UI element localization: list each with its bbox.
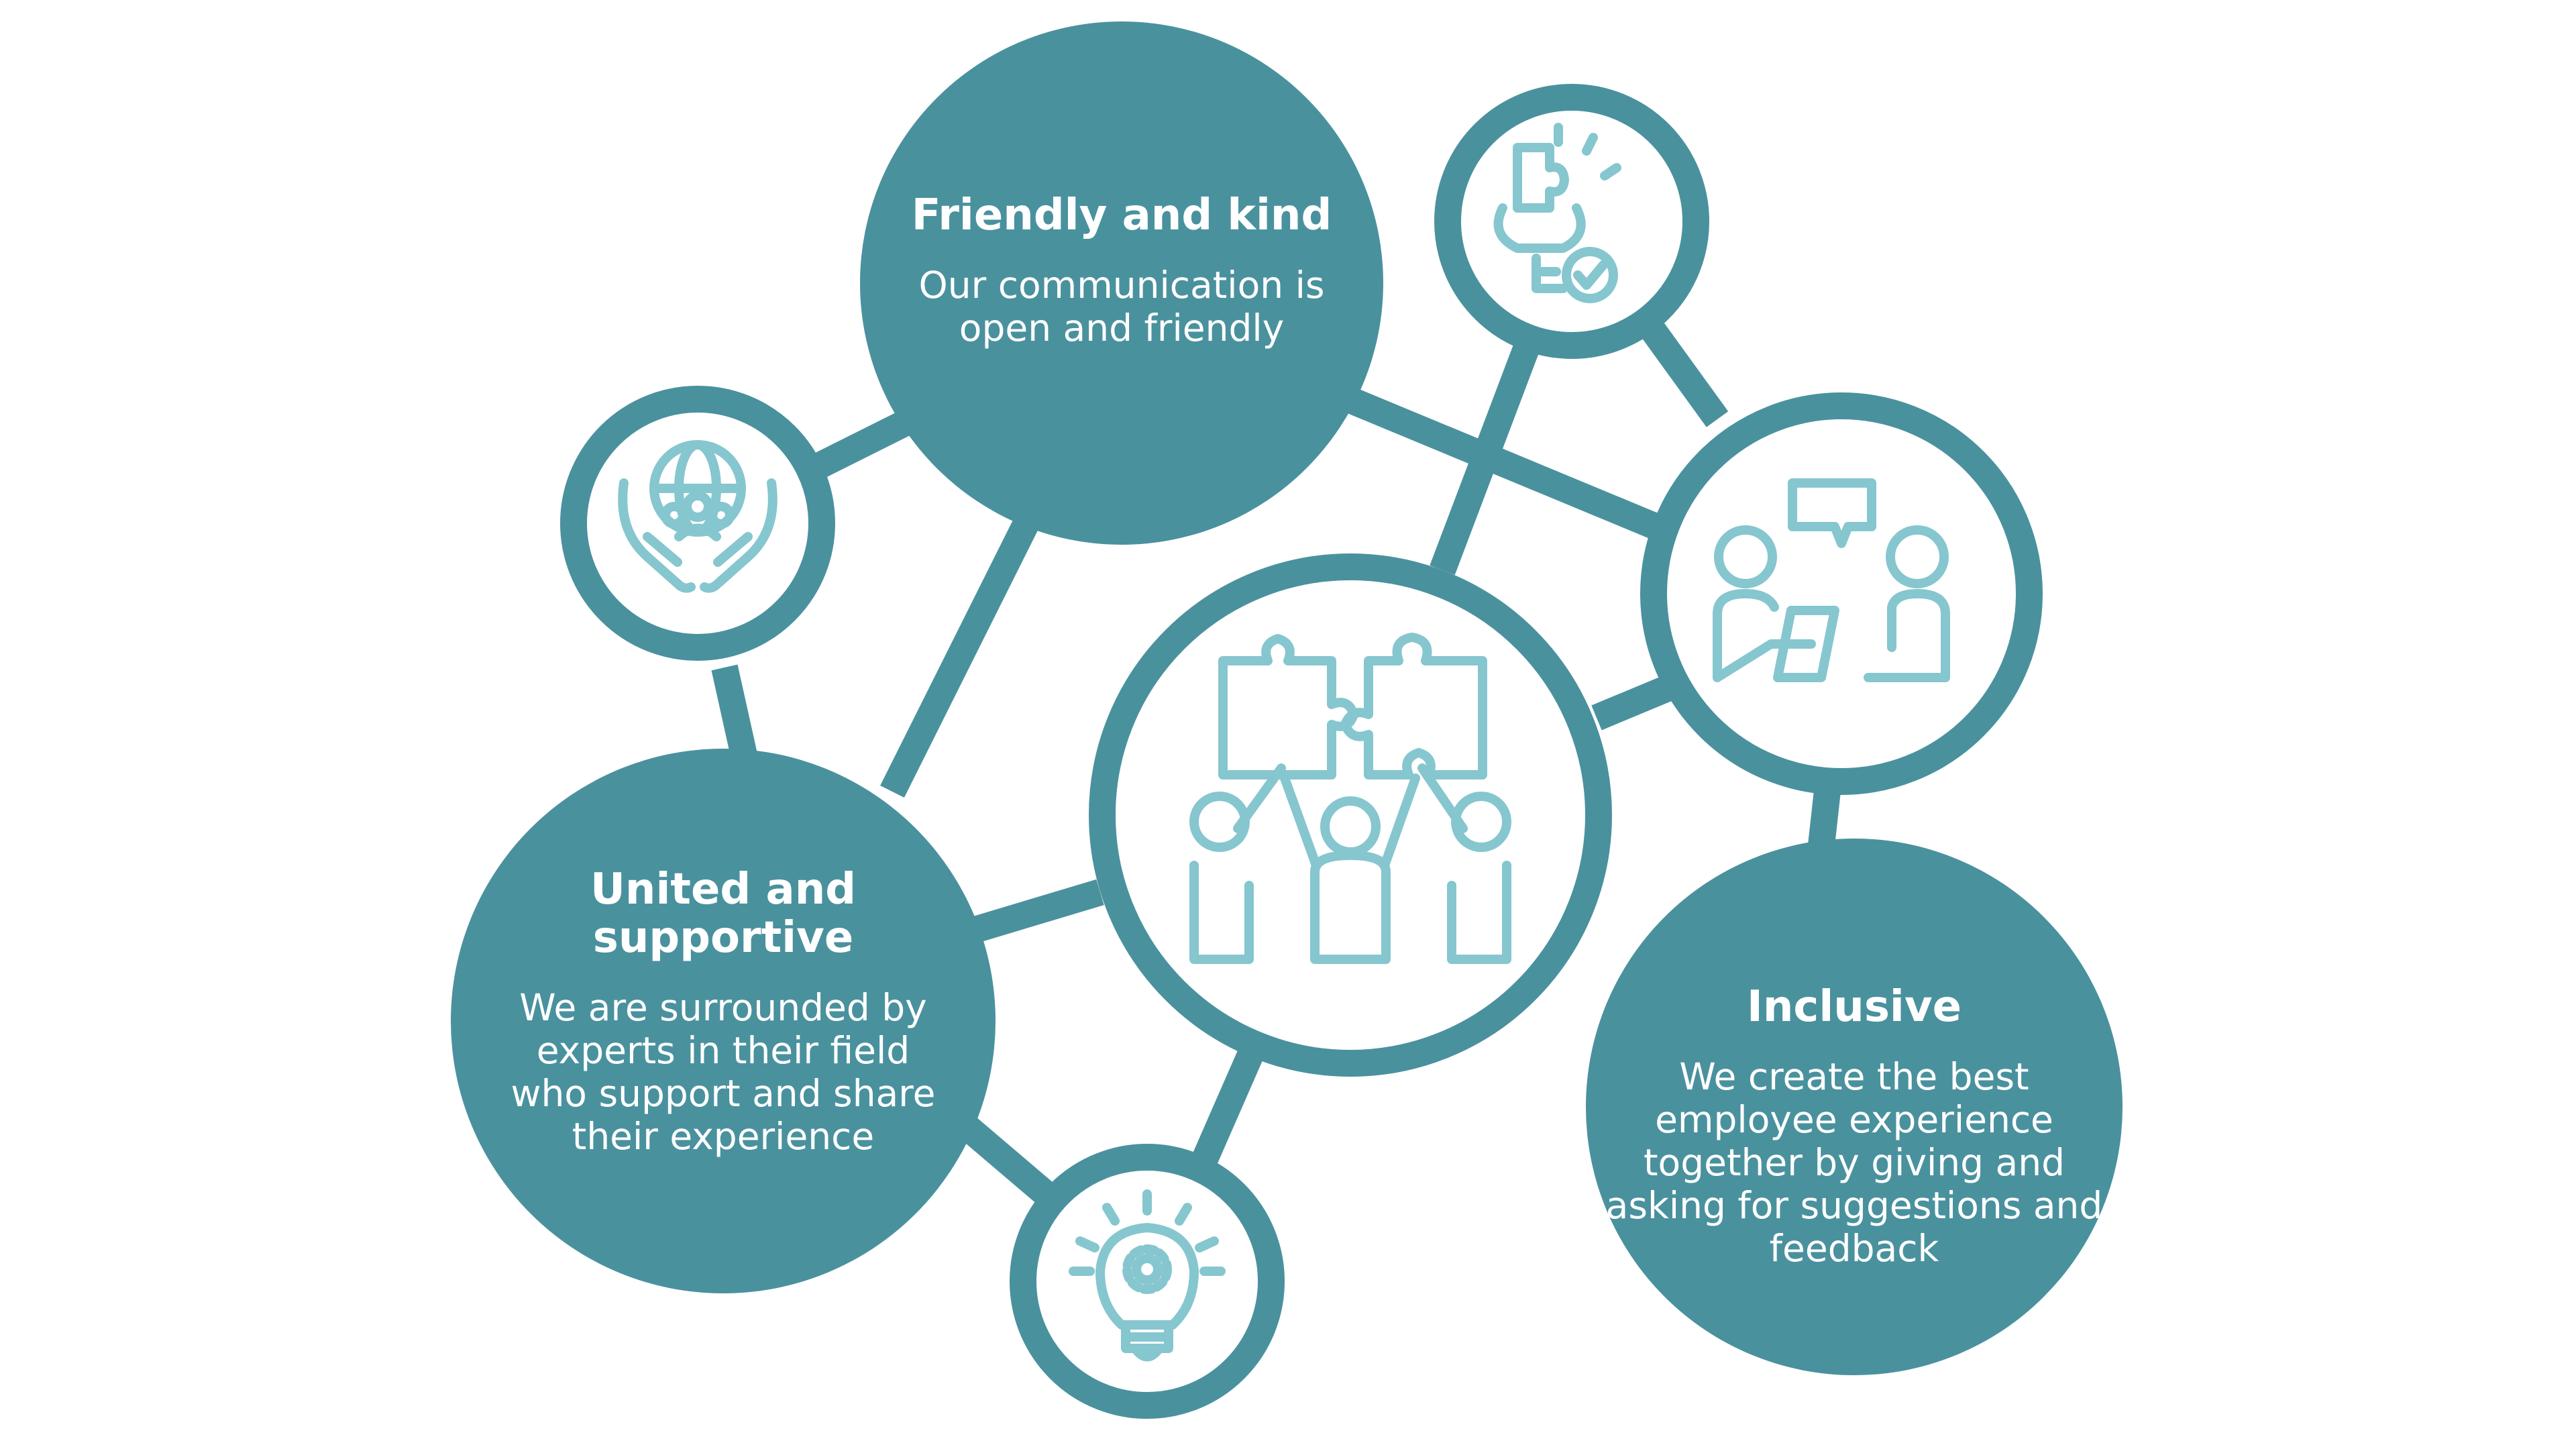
inclusive-node-description: We create the best employee experience t… [1605,1055,2103,1270]
united-node-description: We are surrounded by experts in their fi… [511,986,936,1158]
puzzle-lightbulb-check-icon [1493,123,1621,303]
friendly-node-description: Our communication is open and friendly [918,264,1325,350]
friendly-node-title: Friendly and kind [911,191,1332,240]
two-people-chat-icon [1713,478,1950,682]
link-globe-united [711,664,758,761]
link-center-chat [1591,672,1682,731]
link-center-bulb [1191,1047,1264,1167]
inclusive-node-title: Inclusive [1747,982,1962,1032]
friendly-node-circle [860,21,1383,545]
hands-globe-people-icon [618,440,777,593]
friendly-node: Friendly and kind Our communication is o… [894,191,1350,350]
link-friendly-united [880,517,1038,798]
lightbulb-gear-icon [1069,1189,1226,1362]
united-node-circle [451,749,996,1293]
link-united-bulb [951,1110,1059,1208]
link-puzzlebulb-center [1430,343,1539,576]
link-puzzlebulb-chat [1635,314,1729,427]
team-puzzle-icon [1189,633,1511,964]
inclusive-node: Inclusive We create the best employee ex… [1593,983,2116,1270]
link-center-united [962,879,1104,946]
inclusive-node-circle [1586,839,2123,1375]
united-node-title: United and supportive [590,865,857,963]
link-chat-inclusive [1808,783,1841,847]
link-friendly-chat [1343,386,1669,543]
globe-node-ring [560,386,835,661]
connectors [685,314,1841,1208]
center-node-ring [1089,553,1612,1077]
united-node: United and supportive We are surrounded … [495,865,951,1158]
chat-node-ring [1640,392,2043,795]
puzzle-bulb-node-ring [1434,84,1709,359]
